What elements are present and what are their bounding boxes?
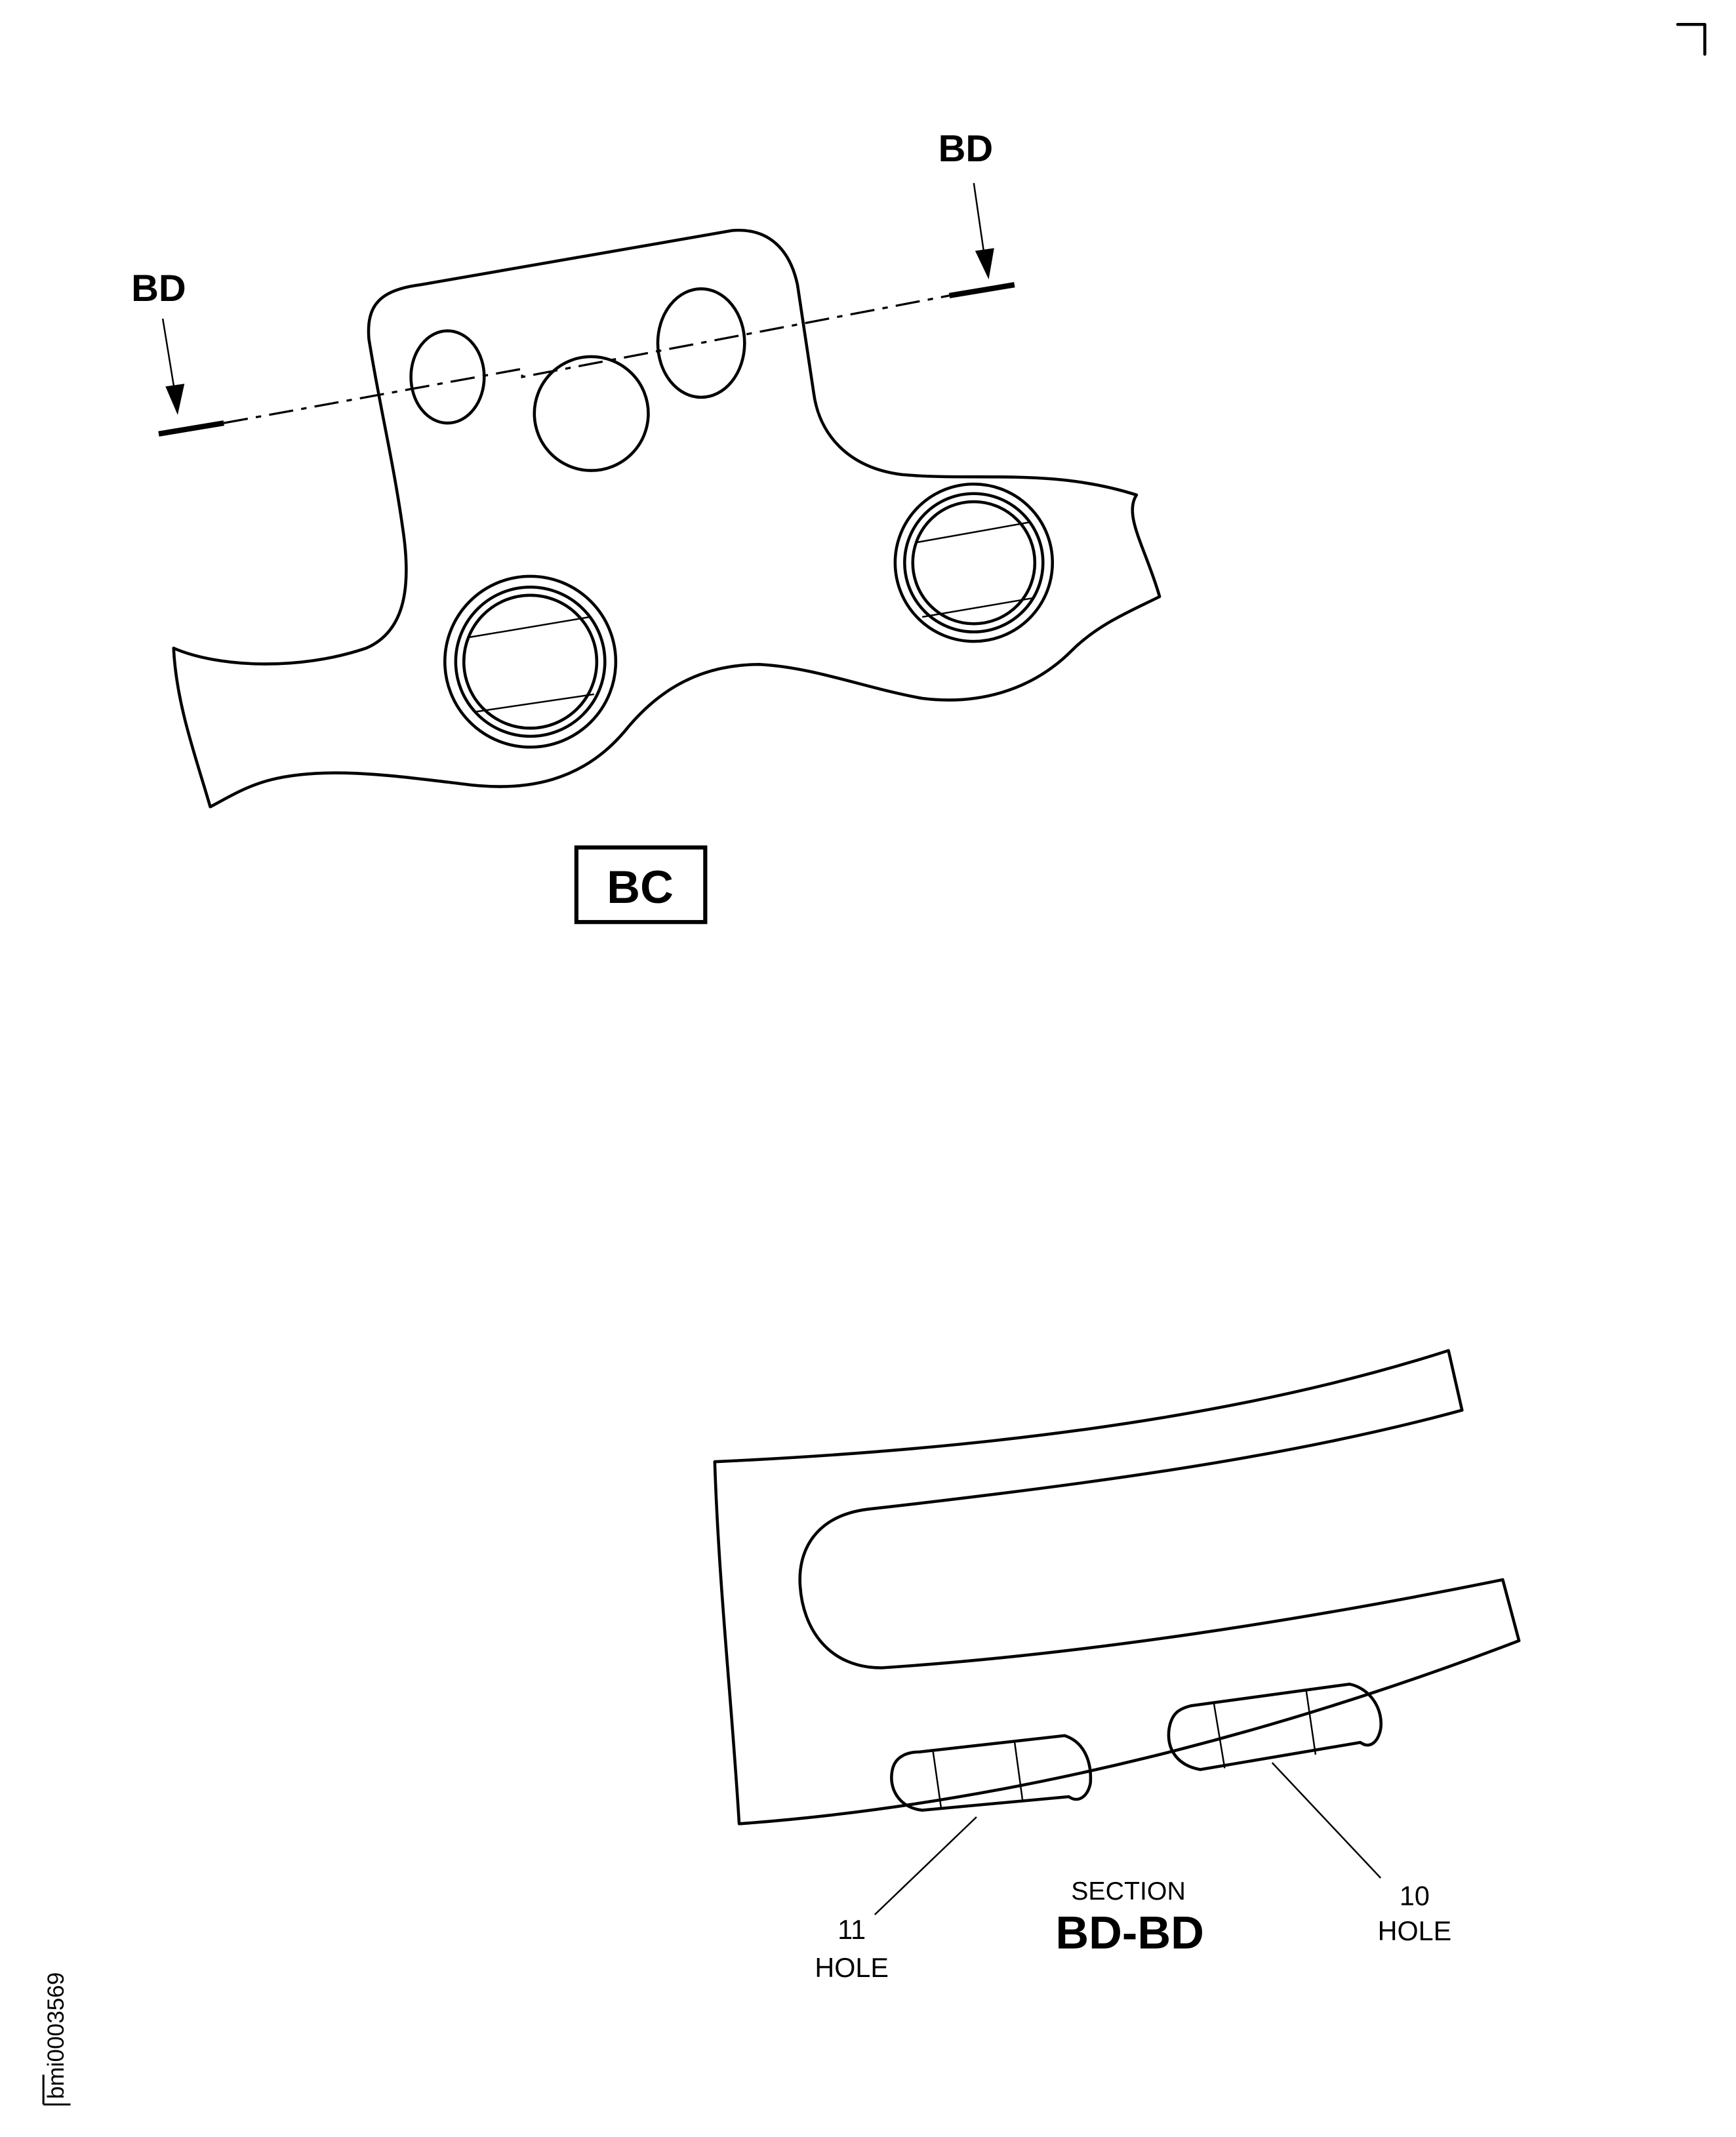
center-hole	[533, 355, 650, 472]
hole-10-slot	[1167, 1683, 1383, 1771]
leader-line-10	[1271, 1762, 1382, 1879]
section-cut-line	[223, 294, 950, 424]
arrow-left	[161, 318, 185, 415]
section-end-right	[948, 282, 1015, 298]
figure-id-text: bmi0003569	[43, 1972, 69, 2099]
view-label-box	[574, 845, 708, 925]
section-title-large: BD-BD	[1055, 1907, 1203, 1959]
view-label: BC	[607, 861, 674, 913]
bushing-left	[443, 574, 618, 749]
hole-11-slot	[890, 1734, 1093, 1812]
callout-11-number: 11	[838, 1915, 866, 1945]
arrow-right	[973, 182, 994, 279]
callout-10-number: 10	[1400, 1881, 1430, 1911]
view-bc: BD BD BC	[131, 128, 1161, 925]
section-marker-right: BD	[939, 128, 994, 170]
bushing-right	[893, 482, 1055, 643]
section-bd-bd: 11 HOLE 10 HOLE SECTION BD-BD	[713, 1349, 1521, 1983]
section-end-left	[158, 420, 224, 437]
section-marker-left: BD	[131, 268, 186, 310]
leader-line-11	[874, 1816, 977, 1915]
section-outline	[713, 1349, 1521, 1826]
section-title-small: SECTION	[1071, 1877, 1186, 1906]
small-hole-left	[409, 329, 486, 425]
small-hole-right	[656, 287, 746, 399]
callout-11-text: HOLE	[815, 1953, 889, 1983]
part-outline	[172, 228, 1161, 809]
figure-id: bmi0003569	[42, 1972, 71, 2106]
corner-crop-mark	[1676, 22, 1706, 56]
callout-10-text: HOLE	[1378, 1916, 1452, 1946]
